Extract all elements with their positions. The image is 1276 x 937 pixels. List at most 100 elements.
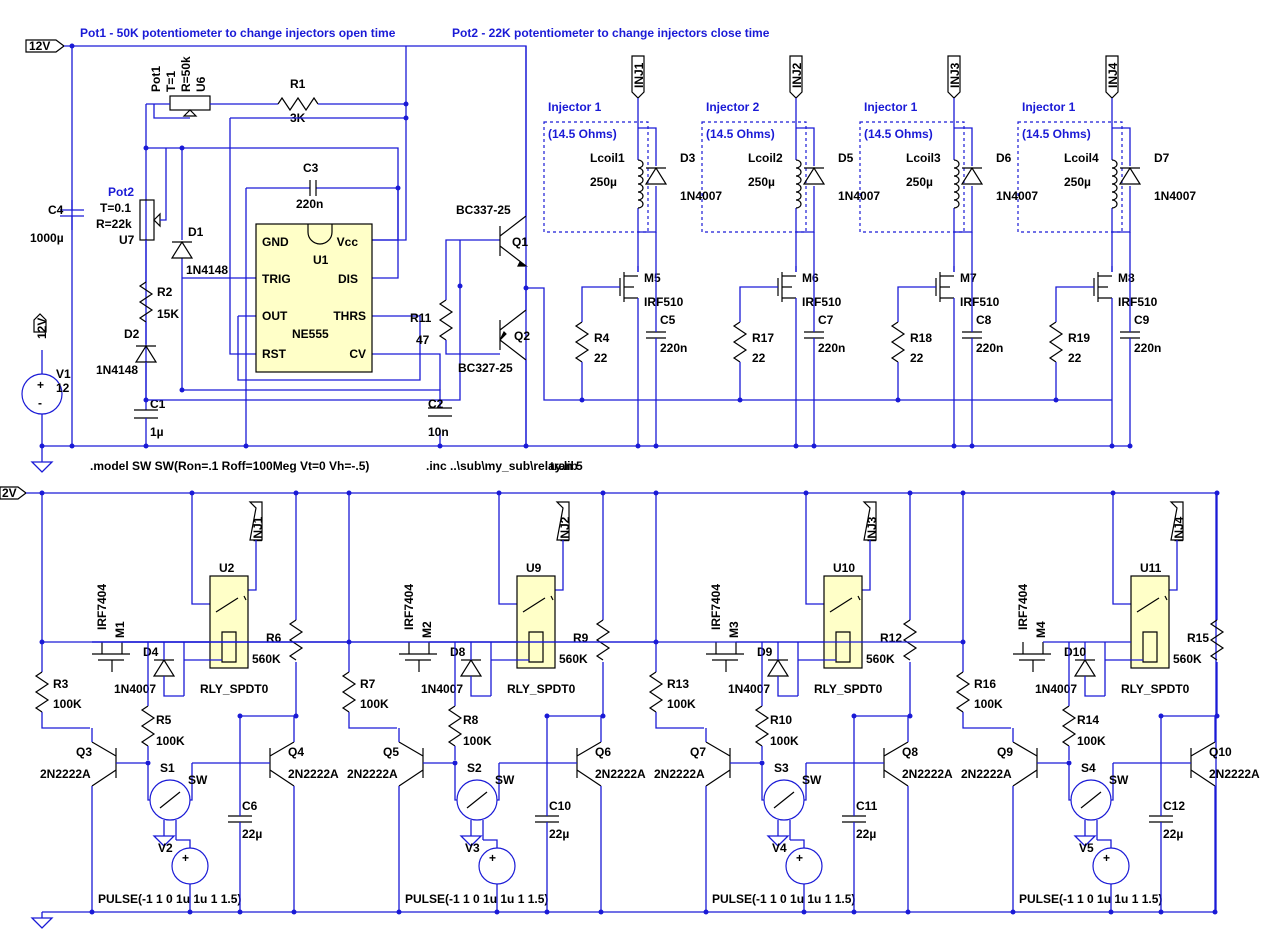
transistor-b-label: Q6 [595,745,611,759]
resistor-value: 100K [1077,734,1106,748]
injector-title: Injector 1 [1022,100,1076,114]
d2-diode: D2 1N4148 [96,327,158,410]
svg-text:CV: CV [349,347,366,361]
pulse-label: PULSE(-1 1 0 1u 1u 1 1.5) [98,892,241,906]
transistor-a-value: 2N2222A [961,767,1012,781]
relay-box [1130,575,1170,669]
mosfet [897,266,955,446]
svg-text:C2: C2 [428,397,444,411]
mosfet-value: IRF510 [960,295,1000,309]
transistor-a-label: Q9 [997,745,1013,759]
svg-text:DIS: DIS [338,272,358,286]
svg-text:C4: C4 [48,203,64,217]
svg-text:INJ1: INJ1 [251,516,265,542]
pulse-source [171,839,209,912]
relay-cap-value: 22µ [549,827,569,841]
pot1-potentiometer: Pot1 T=1 R=50k U6 [145,56,278,400]
svg-text:D2: D2 [124,327,140,341]
netlabel-2v-bottom: 2V [0,486,27,500]
mosfet-value: IRF510 [1118,295,1158,309]
relay-capacitor [842,716,866,912]
relay-cap-label: C11 [856,799,878,813]
svg-text:THRS: THRS [333,309,366,323]
junction-dot [403,101,409,107]
pot1-note: Pot1 - 50K potentiometer to change injec… [80,26,396,40]
svg-text:BC327-25: BC327-25 [458,361,513,375]
netlabel-inj4: INJ4 [1105,55,1120,99]
netlabel-inj-relay1: INJ1 [248,501,265,542]
resistor-label: R9 [573,631,589,645]
resistor-label: R13 [667,677,689,691]
mosfet-label: M5 [644,271,661,285]
coil-value: 250µ [590,175,617,189]
diode-label: D3 [680,151,696,165]
relay-cap-value: 22µ [242,827,262,841]
gate-resistor-label: R19 [1068,331,1090,345]
snubber-cap-value: 220n [976,341,1003,355]
junction-dot [243,443,249,449]
svg-text:1N4148: 1N4148 [96,363,138,377]
switch-label: S3 [774,761,789,775]
coil-value: 250µ [1064,175,1091,189]
svg-text:OUT: OUT [262,309,288,323]
svg-text:D1: D1 [188,225,204,239]
u1-ne555: GND TRIG OUT RST Vcc DIS THRS CV U1 NE55… [255,223,373,373]
svg-text:U1: U1 [313,253,329,267]
source-label: V5 [1079,841,1094,855]
svg-text:RST: RST [262,347,287,361]
svg-text:1N4148: 1N4148 [186,263,228,277]
svg-text:T=0.1: T=0.1 [100,201,131,215]
svg-text:1000µ: 1000µ [30,231,64,245]
mosfet-label: M1 [113,621,127,638]
c4-capacitor: C4 1000µ [30,200,84,245]
relay-cap-value: 22µ [1163,827,1183,841]
transistor-b-value: 2N2222A [902,767,953,781]
relay-diode [1073,642,1143,697]
switch-value: SW [1109,773,1129,787]
voltage-switch [1068,763,1114,840]
snubber-capacitor [1120,232,1140,446]
resistor-label: R3 [53,677,69,691]
diode-value: 1N4007 [996,189,1038,203]
svg-text:47: 47 [416,333,430,347]
relay-capacitor [535,716,559,912]
relay-label: U2 [219,561,235,575]
svg-text:GND: GND [262,235,289,249]
relay-value: RLY_SPDT0 [200,682,269,696]
gate-resistor-label: R17 [752,331,774,345]
coil-inductor [1111,159,1118,209]
svg-text:+: + [489,851,496,865]
inc-overlap-text: tran 5 [550,459,583,473]
relay-cap-label: C10 [549,799,571,813]
pulse-source [478,839,516,912]
injector-title: Injector 2 [706,100,760,114]
svg-text:R11: R11 [410,311,432,325]
c1-capacitor: C1 1µ [134,397,166,446]
flyback-diode [1118,166,1142,185]
model-directive: .model SW SW(Ron=.1 Roff=100Meg Vt=0 Vh=… [90,459,369,473]
resistor-value: 100K [974,697,1003,711]
svg-text:15K: 15K [157,307,179,321]
injector-box [701,121,807,233]
gate-resistor-value: 22 [594,351,608,365]
resistor-label: R12 [880,631,902,645]
gate-resistor-value: 22 [910,351,924,365]
transistor-b-label: Q4 [288,745,304,759]
svg-text:INJ4: INJ4 [1172,516,1186,542]
svg-text:T=1: T=1 [164,71,178,92]
mosfet-value: IRF7404 [95,584,109,630]
transistor-b [499,715,603,912]
netlabel-inj2: INJ2 [789,55,804,99]
relay-diode [459,642,529,697]
mosfet-label: M7 [960,271,977,285]
switch-label: S2 [467,761,482,775]
coil-inductor [795,159,802,209]
source-label: V3 [465,841,480,855]
svg-text:+: + [1103,851,1110,865]
diode-label: D4 [143,645,159,659]
switch-label: S1 [160,761,175,775]
